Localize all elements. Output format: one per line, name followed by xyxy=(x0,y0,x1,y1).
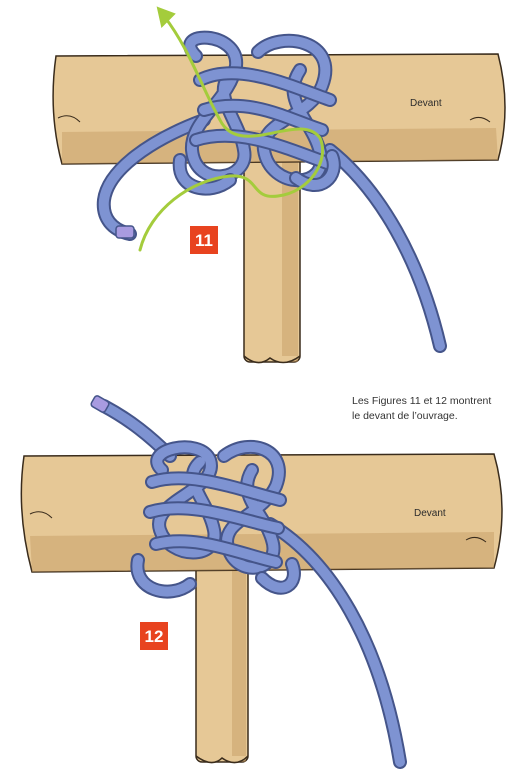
dowel-label: Devant xyxy=(414,508,446,519)
figure-12-badge: 12 xyxy=(140,622,168,650)
caption-line-1: Les Figures 11 et 12 montrent xyxy=(352,395,492,407)
figure-number: 11 xyxy=(195,231,213,250)
cord xyxy=(96,30,447,353)
figure-12: Devant 12 xyxy=(20,395,503,769)
vertical-dowel xyxy=(195,559,249,764)
caption: Les Figures 11 et 12 montrent le devant … xyxy=(352,394,522,424)
dowel-label: Devant xyxy=(410,98,442,109)
figure-number: 12 xyxy=(145,627,164,646)
caption-line-2: le devant de l’ouvrage. xyxy=(352,410,458,422)
cord-end-tip xyxy=(90,395,110,413)
figure-11-badge: 11 xyxy=(190,226,218,254)
cord xyxy=(97,399,407,769)
figure-11: Devant 11 xyxy=(52,6,506,364)
direction-arrow xyxy=(138,6,325,252)
cord-end-tip xyxy=(115,225,135,239)
